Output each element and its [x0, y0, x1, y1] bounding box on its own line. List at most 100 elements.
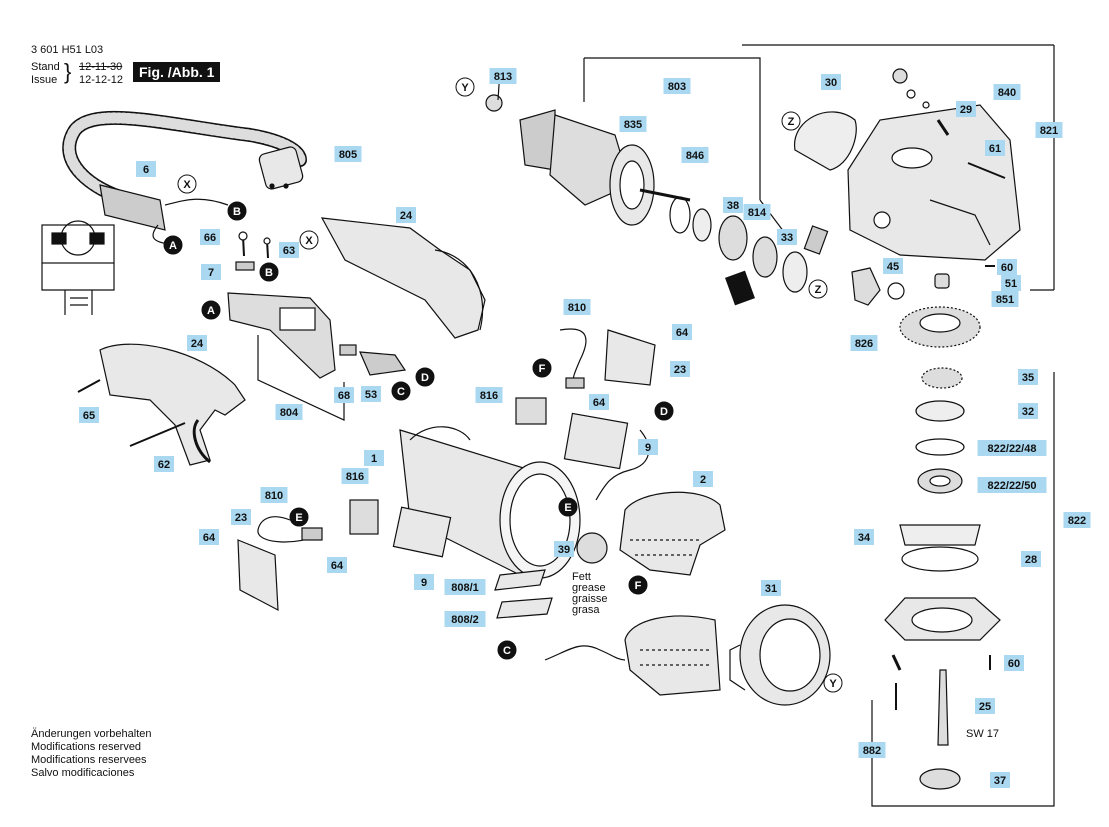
grease-note-line: graisse	[572, 593, 608, 605]
clamp-drawing	[891, 654, 902, 671]
part-label: 45	[883, 258, 903, 274]
grease-note: Fett grease graisse grasa	[572, 572, 607, 616]
footer-note-line: Modifications reserved	[31, 741, 142, 753]
brush-cover-lower-drawing	[237, 539, 279, 612]
part-label: 68	[334, 387, 354, 403]
bracket-822	[871, 372, 1055, 807]
part-label: 23	[231, 509, 251, 525]
part-label: 60	[997, 259, 1017, 275]
callout-marker	[227, 201, 247, 221]
part-label-text: 813	[494, 71, 512, 83]
part-label: 53	[361, 386, 381, 402]
footer-note-line: Modifications reservees	[31, 754, 147, 766]
part-label: 64	[589, 394, 609, 410]
part-label-text: 2	[700, 474, 706, 486]
part-label-text: 835	[624, 119, 642, 131]
callout-marker	[201, 300, 221, 320]
part-label: 6	[136, 161, 156, 177]
part-label: 64	[199, 529, 219, 545]
bearing-plate-drawing	[729, 604, 831, 706]
part-label-text: 846	[686, 150, 704, 162]
part-label-text: 60	[1008, 658, 1020, 670]
part-label-text: 53	[365, 389, 377, 401]
part-label: 24	[187, 335, 207, 351]
part-label: 63	[279, 242, 299, 258]
bearing-35-drawing	[921, 367, 963, 389]
callout-marker	[532, 358, 552, 378]
part-label-text: 9	[421, 577, 427, 589]
spindle-25-drawing	[937, 669, 949, 746]
callout-marker	[163, 235, 183, 255]
part-label-text: 29	[960, 104, 972, 116]
bearing-38-drawing	[718, 215, 748, 261]
part-label: 808/2	[444, 611, 486, 627]
part-label-text: 28	[1025, 554, 1037, 566]
handle-half-top-drawing	[320, 217, 486, 339]
part-label: 821	[1035, 122, 1063, 138]
nut-45-drawing	[887, 282, 905, 300]
part-label: 822	[1063, 512, 1091, 528]
callout-marker	[808, 279, 828, 299]
footer-note-line: Änderungen vorbehalten	[31, 728, 152, 740]
ring-34-drawing	[899, 524, 981, 546]
callout-letter: A	[207, 305, 215, 317]
part-label: 7	[201, 264, 221, 280]
part-label-text: 816	[346, 471, 364, 483]
part-label-text: 35	[1022, 372, 1034, 384]
part-label-text: 6	[143, 164, 149, 176]
callout-marker	[781, 111, 801, 131]
part-number: 3 601 H51 L03	[31, 44, 104, 56]
field-coil-drawing	[619, 491, 726, 696]
o-ring-28-drawing	[901, 546, 979, 572]
part-label-text: 851	[996, 294, 1014, 306]
part-label-text: 808/2	[451, 614, 479, 626]
part-label-text: 64	[676, 327, 689, 339]
callout-marker	[628, 575, 648, 595]
part-label: 64	[327, 557, 347, 573]
part-label-text: 37	[994, 775, 1006, 787]
old-date: 12-11-30	[79, 61, 123, 73]
grease-note-line: grease	[572, 582, 606, 594]
part-label-text: 24	[400, 210, 413, 222]
film-808-2-drawing	[496, 597, 553, 619]
flange-nut-37-drawing	[919, 768, 961, 790]
spacer-drawing	[782, 251, 808, 293]
part-label: 840	[993, 84, 1021, 100]
armature-drawing	[485, 94, 691, 226]
part-label: 1	[364, 450, 384, 466]
seal-30-drawing	[794, 111, 857, 171]
part-label-text: 39	[558, 544, 570, 556]
part-label-text: 31	[765, 583, 777, 595]
part-label-text: 38	[727, 200, 739, 212]
part-label-text: 63	[283, 245, 295, 257]
cap-840-drawing	[892, 68, 908, 84]
callout-letter: B	[233, 206, 241, 218]
part-label-text: 821	[1040, 125, 1058, 137]
part-label: 62	[154, 456, 174, 472]
part-label-text: 1	[371, 453, 377, 465]
callout-letter: Y	[829, 678, 837, 690]
part-label-text: 808/1	[451, 582, 479, 594]
part-label: 822/22/48	[977, 440, 1047, 456]
brace-glyph: }	[64, 59, 72, 84]
part-label: 835	[619, 116, 647, 132]
part-label: 37	[990, 772, 1010, 788]
part-label-text: 61	[989, 143, 1001, 155]
brush-cover-upper-drawing	[604, 329, 656, 386]
part-label: 810	[563, 299, 591, 315]
callout-letter: Y	[461, 82, 469, 94]
stand-label: Stand	[31, 61, 60, 73]
callout-letter: A	[169, 240, 177, 252]
part-label-text: 62	[158, 459, 170, 471]
part-label: 822/22/50	[977, 477, 1047, 493]
part-label-text: 9	[645, 442, 651, 454]
brush-holder-drawing	[349, 397, 547, 535]
film-808-1-drawing	[494, 569, 546, 591]
part-label: 816	[475, 387, 503, 403]
callout-letter: X	[305, 235, 313, 247]
part-label: 813	[489, 68, 517, 84]
part-label-text: 68	[338, 390, 350, 402]
footer-note-line: Salvo modificaciones	[31, 767, 135, 779]
part-label-text: 23	[235, 512, 247, 524]
part-label: 804	[275, 404, 303, 420]
